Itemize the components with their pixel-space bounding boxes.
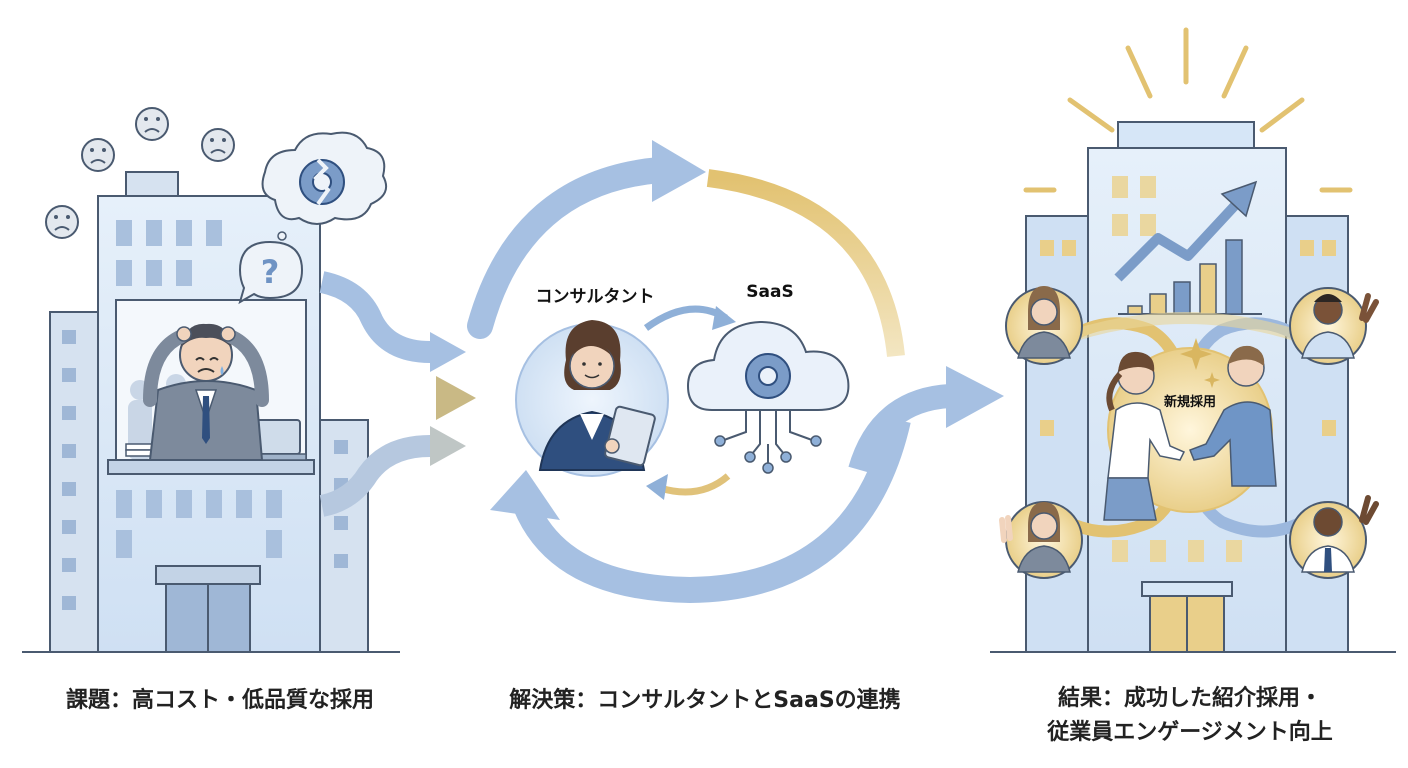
svg-text:?: ? — [261, 253, 280, 291]
result-caption-line1: 結果：成功した紹介採用・ — [990, 682, 1390, 716]
new-hire-label: 新規採用 — [1150, 391, 1230, 410]
problem-scene — [22, 172, 400, 652]
solution-caption: 解決策：コンサルタントとSaaSの連携 — [470, 682, 940, 714]
stressed-employee — [150, 324, 262, 460]
problem-caption: 課題：高コスト・低品質な採用 — [30, 682, 410, 714]
question-mark-icon: ? — [240, 242, 302, 302]
cloud-icon — [688, 322, 848, 473]
result-caption: 結果：成功した紹介採用・ 従業員エンゲージメント向上 — [990, 682, 1390, 750]
consultant-label: コンサルタント — [515, 282, 675, 307]
saas-label: SaaS — [735, 282, 805, 302]
result-caption-line2: 従業員エンゲージメント向上 — [990, 716, 1390, 750]
